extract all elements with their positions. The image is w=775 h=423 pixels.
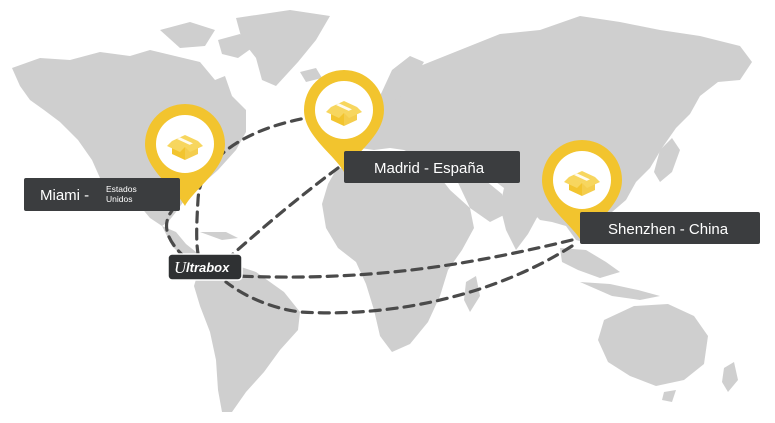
pin-madrid[interactable] (304, 70, 384, 172)
label-madrid: Madrid - España (344, 151, 520, 183)
japan (654, 138, 680, 182)
ultrabox-logo-text: ltrabox (186, 260, 230, 275)
scandinavia (380, 56, 424, 100)
south-america (194, 262, 300, 412)
india (500, 188, 540, 250)
eurasia (340, 16, 752, 244)
indonesia (580, 282, 660, 300)
label-madrid-name: Madrid - España (374, 160, 485, 177)
label-shenzhen-name: Shenzhen - China (608, 221, 729, 238)
caribbean (200, 232, 238, 240)
australia (598, 304, 708, 386)
tasmania (662, 390, 676, 402)
label-miami-name: Miami - (40, 187, 89, 204)
new-zealand (722, 362, 738, 392)
iceland (300, 68, 322, 82)
label-miami: Miami - Estados Unidos (24, 178, 180, 211)
ultrabox-logo[interactable]: U ltrabox (167, 253, 243, 281)
greenland (236, 10, 330, 86)
arctic-islands (160, 22, 215, 48)
label-miami-country-1: Estados (106, 184, 137, 194)
route-madrid-ultrabox-lower (222, 166, 340, 264)
southeast-asia (560, 248, 620, 278)
ultrabox-logo-letter: U (174, 258, 188, 277)
label-miami-country-2: Unidos (106, 194, 132, 204)
route-shenzhen-ultrabox-upper (234, 238, 574, 279)
madagascar (464, 276, 480, 312)
label-shenzhen: Shenzhen - China (580, 212, 760, 244)
route-shenzhen-ultrabox-lower (224, 244, 574, 315)
africa (322, 158, 474, 352)
